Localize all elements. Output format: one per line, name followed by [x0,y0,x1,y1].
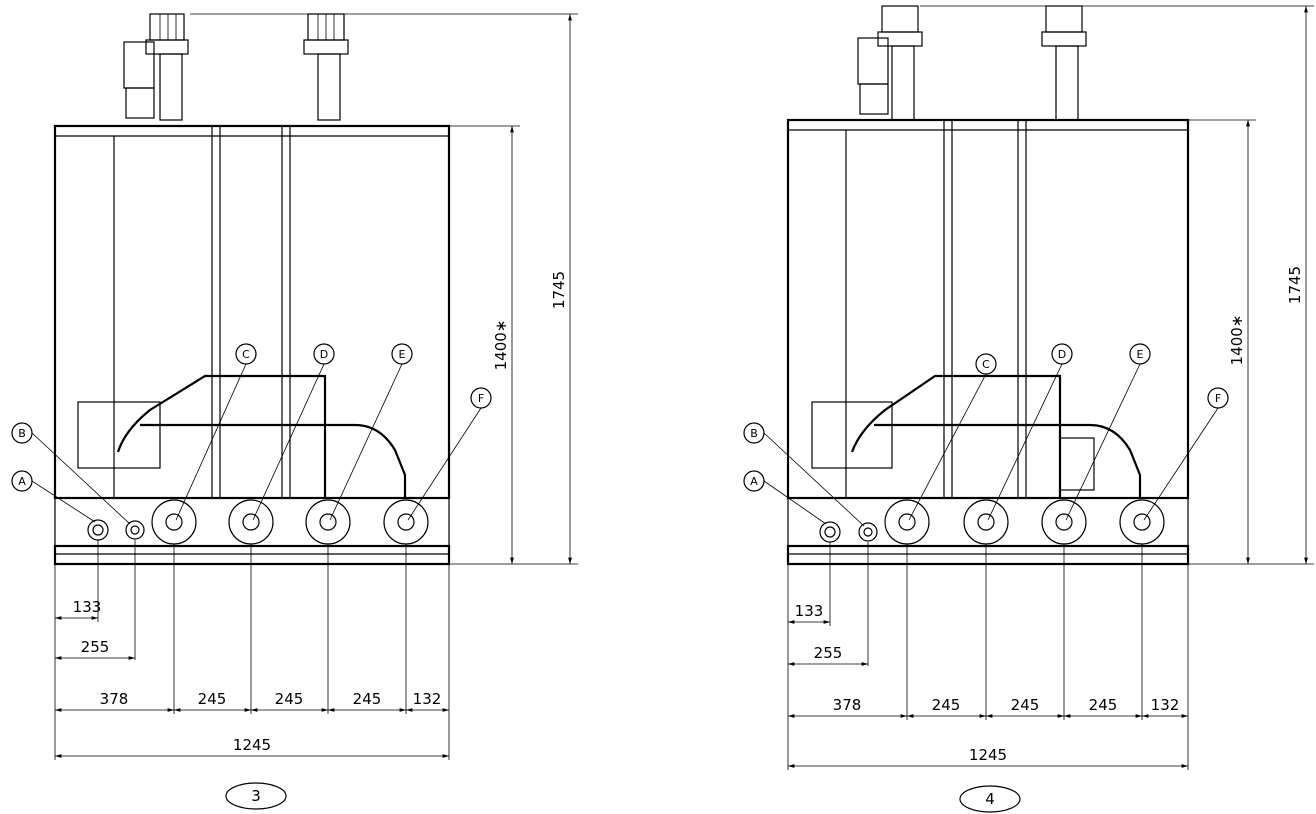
dim-133: 133 [795,602,824,620]
view-caption-4: 4 [985,790,995,808]
boiler-base [54,497,450,547]
pump [1059,437,1095,491]
boiler-view-3: A B C D E F 133 255 378 245 [11,13,578,810]
dim-245-b: 245 [275,690,304,708]
dim-1400: 1400∗ [492,320,510,371]
control-box [811,401,893,469]
svg-text:B: B [750,427,758,440]
dim-245-a: 245 [932,696,961,714]
view-caption-3: 3 [251,787,261,805]
dim-245-c: 245 [1089,696,1118,714]
dim-1245: 1245 [233,736,271,754]
dim-245-b: 245 [1011,696,1040,714]
dim-132: 132 [413,690,442,708]
connections [819,499,1165,545]
dim-133: 133 [73,598,102,616]
svg-text:A: A [18,475,26,488]
flue-outlets [857,5,1087,121]
callouts-view-3: A B C D E F [11,343,492,525]
flue-outlets [123,13,349,121]
dim-245-c: 245 [353,690,382,708]
svg-text:F: F [478,392,484,405]
control-box [77,401,161,469]
caption-oval-3 [225,782,287,810]
svg-text:D: D [1058,348,1066,361]
dim-1745: 1745 [1286,266,1304,304]
dim-255: 255 [81,638,110,656]
boiler-casing [786,118,1190,500]
pipe-run [116,374,327,498]
dim-255: 255 [814,644,843,662]
dim-378: 378 [833,696,862,714]
dim-1400: 1400∗ [1228,315,1246,366]
svg-text:D: D [320,348,328,361]
svg-text:B: B [18,427,26,440]
svg-text:E: E [399,348,406,361]
dim-1245: 1245 [969,746,1007,764]
svg-text:F: F [1215,392,1221,405]
svg-text:C: C [982,358,990,371]
svg-text:E: E [1137,348,1144,361]
connections [87,499,429,545]
dim-378: 378 [100,690,129,708]
dim-245-a: 245 [198,690,227,708]
dim-132: 132 [1151,696,1180,714]
caption-oval-4 [959,785,1021,813]
pipe-run [850,374,1062,498]
callouts-view-4: A B C D E F [743,343,1229,527]
svg-text:A: A [750,475,758,488]
dim-1745: 1745 [550,271,568,309]
svg-text:C: C [242,348,250,361]
boiler-view-4: A B C D E F 133 255 378 245 245 [743,5,1314,813]
